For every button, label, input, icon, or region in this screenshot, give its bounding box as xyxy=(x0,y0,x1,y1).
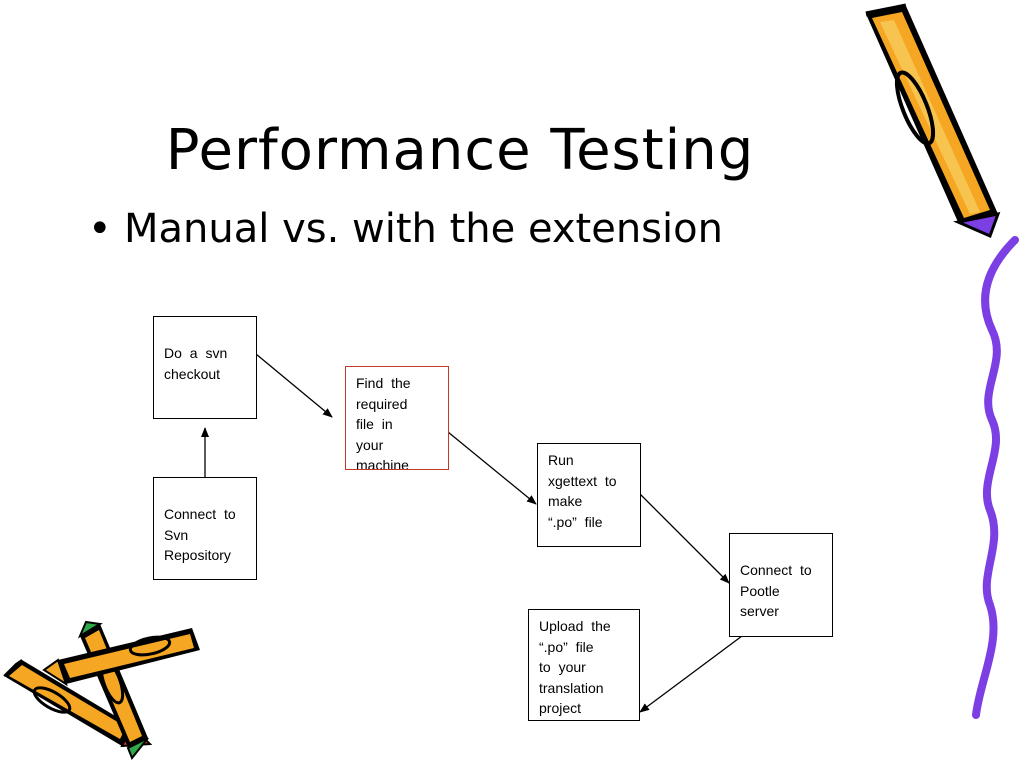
step-upload-po: Upload the “.po” file to your translatio… xyxy=(528,609,640,721)
step-find-file: Find the required file in your machine xyxy=(345,366,449,470)
bullet-item: • Manual vs. with the extension xyxy=(88,206,723,252)
bullet-dot: • xyxy=(88,206,112,252)
arrow-pootle-to-upload xyxy=(639,635,743,713)
step-run-xgettext: Run xgettext to make “.po” file xyxy=(537,443,641,547)
step-connect-svn: Connect to Svn Repository xyxy=(153,477,257,580)
step-label: Connect to Pootle server xyxy=(740,562,812,619)
pencil-icon xyxy=(865,3,1001,239)
step-label: Upload the “.po” file to your translatio… xyxy=(539,618,611,716)
crayon-icon xyxy=(3,620,200,760)
step-label: Run xgettext to make “.po” file xyxy=(548,452,617,530)
arrow-xgettext-to-pootle xyxy=(639,493,730,584)
step-label: Do a svn checkout xyxy=(164,345,228,382)
arrow-find-to-xgettext xyxy=(447,431,537,505)
squiggle-line-icon xyxy=(972,236,1019,719)
step-connect-pootle: Connect to Pootle server xyxy=(729,533,833,637)
step-svn-checkout: Do a svn checkout xyxy=(153,316,257,419)
bullet-text: Manual vs. with the extension xyxy=(124,206,723,252)
step-label: Connect to Svn Repository xyxy=(164,506,236,563)
slide-title: Performance Testing xyxy=(165,118,755,183)
arrow-checkout-to-find xyxy=(255,353,333,418)
step-label: Find the required file in your machine xyxy=(356,375,411,470)
